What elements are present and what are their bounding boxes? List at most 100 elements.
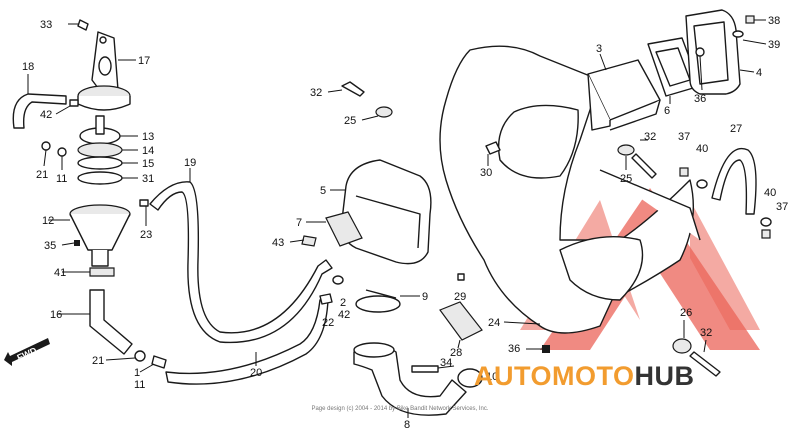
- callout-17: 17: [138, 55, 150, 67]
- callout-43: 43: [272, 237, 284, 249]
- part-32-bolt: [327, 81, 365, 97]
- part-32-bolt-lower: [689, 339, 721, 377]
- callout-39: 39: [768, 39, 780, 51]
- part-42-clip: [55, 99, 79, 115]
- part-1-joint: [139, 355, 167, 373]
- callout-11: 11: [56, 173, 67, 185]
- callout-19: 19: [184, 157, 196, 169]
- part-38-nut: [745, 15, 766, 24]
- part-37-grommet: [679, 167, 689, 177]
- part-25-washer: [361, 106, 393, 121]
- part-23-clip: [139, 199, 149, 226]
- part-21-lower-clamp: [105, 350, 146, 362]
- callout-33: 33: [40, 19, 52, 31]
- callout-9: 9: [422, 291, 428, 303]
- part-35-nut: [61, 240, 80, 246]
- callout-14: 14: [142, 145, 154, 157]
- callout-20: 20: [250, 367, 262, 379]
- part-28-mount-bracket: [439, 301, 483, 349]
- callout-28: 28: [450, 347, 462, 359]
- watermark-auto: AUTO: [474, 361, 552, 391]
- callout-5: 5: [320, 185, 326, 197]
- part-37-grommet-lower: [761, 229, 771, 239]
- part-40-grommet-lower: [760, 217, 772, 227]
- part-27-strap: [711, 147, 757, 215]
- part-14-screen: [77, 142, 138, 158]
- part-2-hose-clamp: [332, 275, 344, 285]
- part-24-leader: [503, 321, 541, 325]
- callout-25: 25: [344, 115, 356, 127]
- callout-13: 13: [142, 131, 154, 143]
- callout-42-lower: 42: [338, 309, 350, 321]
- callout-42: 42: [40, 109, 52, 121]
- fwd-label: FWD: [15, 345, 38, 363]
- callout-22: 22: [322, 317, 334, 329]
- part-3-filter-element: [587, 53, 661, 131]
- callout-31: 31: [142, 173, 154, 185]
- callout-37-lower: 37: [776, 201, 788, 213]
- callout-41: 41: [54, 267, 66, 279]
- part-40-grommet: [696, 179, 708, 189]
- part-15-gasket: [77, 156, 138, 170]
- part-32-bolt-right: [631, 139, 657, 179]
- callout-35: 35: [44, 240, 56, 252]
- callout-4: 4: [756, 67, 762, 79]
- callout-7: 7: [296, 217, 302, 229]
- part-36-nut-lower: [526, 345, 550, 353]
- callout-21-lower: 21: [92, 355, 104, 367]
- part-18-hose: [12, 74, 67, 129]
- watermark-brand-text: AUTOMOTOHUB: [474, 361, 695, 391]
- watermark-moto: MOTO: [552, 361, 635, 391]
- part-13-filter-element: [79, 115, 138, 145]
- callout-32-right: 32: [644, 131, 656, 143]
- callout-36-lower: 36: [508, 343, 520, 355]
- callout-18: 18: [22, 61, 34, 73]
- callout-16: 16: [50, 309, 62, 321]
- part-17-bracket: [91, 31, 136, 97]
- copyright-notice: Page design (c) 2004 - 2014 by Bike Band…: [311, 406, 489, 412]
- part-5-air-cleaner-case: [330, 159, 432, 265]
- callout-12: 12: [42, 215, 54, 227]
- callout-10: 10: [486, 371, 498, 383]
- callout-8: 8: [404, 419, 410, 431]
- part-34-screw: [411, 365, 455, 373]
- callout-30: 30: [480, 167, 492, 179]
- part-31-oring: [77, 171, 138, 185]
- part-25-washer-right: [617, 144, 635, 170]
- part-20-drain-hose: [165, 299, 329, 385]
- callout-11-lower: 11: [134, 379, 145, 391]
- callout-2: 2: [340, 297, 346, 309]
- callout-1: 1: [134, 367, 140, 379]
- part-43-grommet: [289, 235, 317, 247]
- part-8-intake-tube: [353, 342, 467, 418]
- part-39-washer: [732, 30, 767, 45]
- part-16-fuel-tube: [58, 289, 133, 355]
- callout-15: 15: [142, 158, 154, 170]
- part-6-filter-frame: [647, 37, 701, 104]
- part-frame-body: [439, 45, 701, 334]
- callout-36: 36: [694, 93, 706, 105]
- part-11-washer: [57, 147, 67, 170]
- part-33-screw: [68, 19, 89, 31]
- callout-29: 29: [454, 291, 466, 303]
- part-29-bolt: [457, 273, 465, 281]
- callout-3: 3: [596, 43, 602, 55]
- part-filter-cap: [77, 85, 131, 111]
- callout-37: 37: [678, 131, 690, 143]
- callout-32-lower: 32: [700, 327, 712, 339]
- fwd-arrow-icon: FWD: [4, 338, 50, 366]
- part-41-fitting: [62, 267, 115, 277]
- callout-6: 6: [664, 105, 670, 117]
- part-9-hose-clamp: [355, 289, 420, 313]
- part-12-sediment-bowl: [48, 204, 131, 267]
- part-22-fitting: [319, 293, 333, 305]
- part-21-clamp: [41, 141, 51, 167]
- callout-27: 27: [730, 123, 742, 135]
- watermark-hub: HUB: [635, 361, 695, 391]
- callout-34: 34: [440, 357, 452, 369]
- callout-40: 40: [696, 143, 708, 155]
- callout-21: 21: [36, 169, 48, 181]
- part-10-clamp: [457, 368, 483, 388]
